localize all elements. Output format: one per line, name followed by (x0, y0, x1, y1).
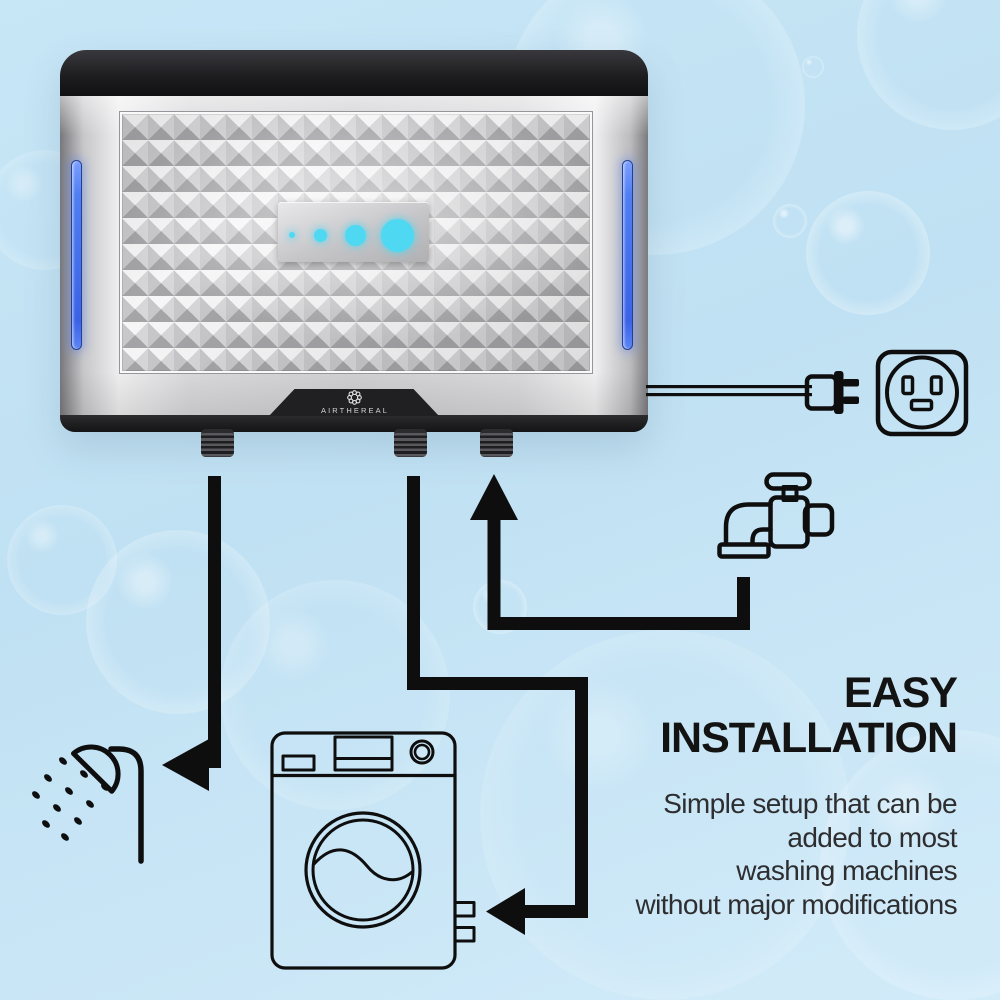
airthereal-device: AIRTHEREAL (60, 50, 648, 432)
flower-gear-icon (346, 390, 362, 405)
flow-arrow-device-to-shower (162, 476, 221, 791)
headline-line-2: INSTALLATION (660, 714, 958, 762)
indicator-dot (345, 225, 366, 246)
flow-arrow-device-to-washer (407, 476, 588, 935)
led-strip-right (622, 160, 633, 350)
outlet-nozzle (394, 429, 427, 457)
description: Simple setup that can be added to most w… (636, 787, 958, 921)
description-line: without major modifications (635, 888, 958, 920)
power-cord-line (646, 385, 812, 397)
power-outlet-icon (875, 349, 969, 437)
description-line: washing machines (736, 855, 957, 886)
outlet-nozzle (201, 429, 234, 457)
flow-arrow-faucet-to-device (470, 474, 750, 630)
shower-head-icon (32, 744, 144, 864)
washing-machine-icon (270, 731, 476, 970)
description-line: added to most (787, 821, 957, 853)
device-bottom-band (60, 415, 648, 432)
outlet-nozzle (480, 429, 513, 457)
power-plug-icon (804, 371, 859, 414)
indicator-dot (314, 229, 327, 242)
indicator-dot (289, 232, 295, 238)
device-top-band (60, 50, 648, 96)
indicator-dot (381, 219, 414, 252)
headline: EASY INSTALLATION (660, 669, 958, 762)
control-panel (278, 202, 429, 262)
brand-label: AIRTHEREAL (321, 406, 389, 415)
brand-badge: AIRTHEREAL (269, 389, 439, 416)
headline-line-1: EASY (843, 669, 958, 717)
led-strip-left (71, 160, 82, 350)
water-faucet-icon (717, 472, 835, 559)
description-line: Simple setup that can be (663, 788, 957, 819)
